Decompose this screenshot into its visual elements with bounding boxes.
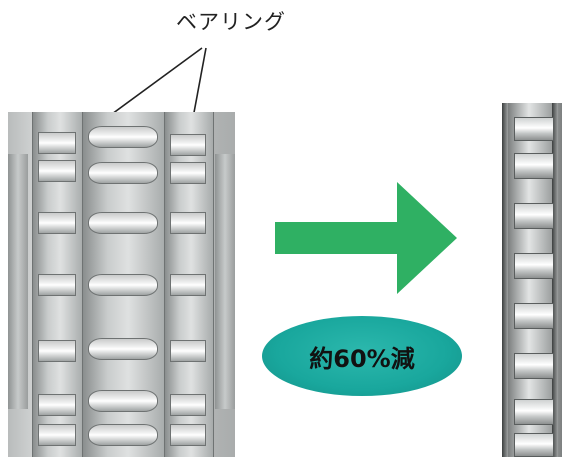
- reduction-text: 約60%減: [309, 344, 415, 373]
- reduced-roller: [514, 253, 554, 279]
- reduced-roller: [514, 353, 554, 379]
- reduced-bearing-assembly: [502, 103, 562, 457]
- roller: [38, 394, 76, 416]
- roller: [170, 394, 206, 416]
- reduced-edge-left: [502, 103, 508, 457]
- reduced-roller: [514, 303, 554, 329]
- original-bearing-assembly: [8, 112, 235, 457]
- reduced-roller: [514, 117, 554, 141]
- roller: [38, 160, 76, 182]
- reduced-roller: [514, 153, 554, 179]
- roller: [170, 162, 206, 184]
- roller: [88, 274, 158, 296]
- roller: [88, 162, 158, 184]
- roller: [38, 274, 76, 296]
- roller: [170, 134, 206, 156]
- right-hub: [215, 154, 235, 409]
- roller: [38, 424, 76, 446]
- roller: [170, 340, 206, 362]
- roller: [88, 424, 158, 446]
- right-arrow-icon: [275, 182, 457, 294]
- roller: [88, 212, 158, 234]
- roller: [38, 212, 76, 234]
- roller: [170, 212, 206, 234]
- roller: [88, 390, 158, 412]
- roller: [88, 126, 158, 148]
- bearing-label: ベアリング: [176, 10, 286, 34]
- reduced-roller: [514, 399, 554, 425]
- roller: [38, 340, 76, 362]
- roller: [38, 132, 76, 154]
- roller: [88, 338, 158, 360]
- reduced-edge-right: [552, 103, 558, 457]
- reduced-roller: [514, 433, 554, 457]
- reduction-badge: 約60%減: [262, 316, 462, 396]
- left-hub: [8, 154, 28, 409]
- roller: [170, 274, 206, 296]
- reduced-roller: [514, 203, 554, 229]
- roller: [170, 424, 206, 446]
